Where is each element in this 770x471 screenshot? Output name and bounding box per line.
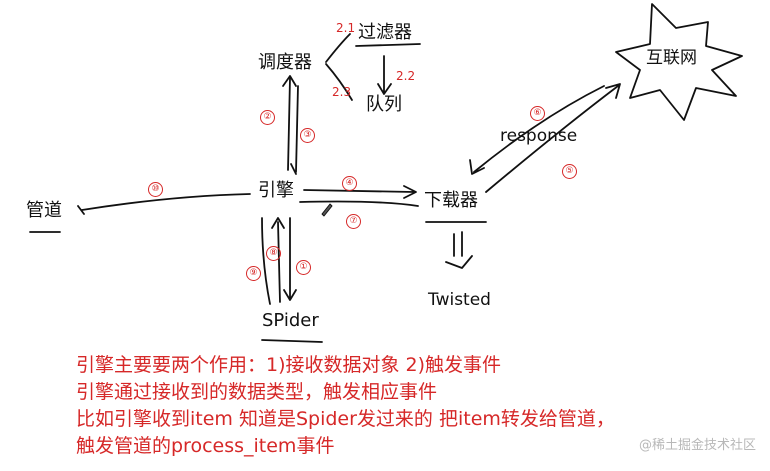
step-3-circle: ③ <box>300 128 315 143</box>
step-2-1-label: 2.1 <box>336 21 356 35</box>
step-4-circle: ④ <box>342 176 357 191</box>
engine-to-scheduler-line <box>287 77 291 171</box>
internet-to-downloader-line <box>469 85 605 175</box>
step-2-2-label: 2.2 <box>396 69 416 83</box>
step-1-circle: ① <box>296 260 311 275</box>
step-7-circle: ⑦ <box>346 214 361 229</box>
response-label: response <box>500 126 578 146</box>
step-10-circle: ⑩ <box>148 182 163 197</box>
engine-to-downloader-arrow <box>303 185 417 199</box>
pencil-mark <box>321 203 333 217</box>
note-line-4: 触发管道的process_item事件 <box>76 435 335 457</box>
scheduler-to-engine-line <box>290 85 299 175</box>
downloader-to-internet-line <box>485 83 621 193</box>
watermark: @稀土掘金技术社区 <box>638 438 756 453</box>
spider-underline <box>261 339 323 343</box>
spider-top-arrow <box>271 217 285 229</box>
step-2-circle: ② <box>260 110 275 125</box>
internet-node: 互联网 <box>646 48 697 68</box>
step-5-circle: ⑤ <box>562 164 577 179</box>
engine-node: 引擎 <box>258 180 294 201</box>
downloader-to-engine-line <box>299 200 419 207</box>
engine-to-spider-arrow <box>283 217 297 301</box>
twisted-node: Twisted <box>428 290 491 310</box>
filter-underline <box>355 43 421 47</box>
note-line-3: 比如引擎收到item 知道是Spider发过来的 把item转发给管道， <box>76 408 615 430</box>
step-2-3-label: 2.3 <box>332 85 352 99</box>
filter-to-queue-arrow <box>377 55 392 95</box>
step-9-circle: ⑨ <box>246 266 261 281</box>
downloader-node: 下载器 <box>424 190 478 211</box>
spider-to-engine-line-b <box>277 221 281 303</box>
spider-node: SPider <box>262 310 319 331</box>
step-8-circle: ⑧ <box>266 246 281 261</box>
internet-star-shape <box>615 3 743 121</box>
twisted-bracket <box>445 231 473 269</box>
queue-node: 队列 <box>366 94 402 115</box>
pipeline-node: 管道 <box>26 200 62 221</box>
note-line-2: 引擎通过接收到的数据类型，触发相应事件 <box>76 381 438 403</box>
note-line-1: 引擎主要要两个作用：1)接收数据对象 2)触发事件 <box>76 354 502 376</box>
filter-node: 过滤器 <box>358 22 412 43</box>
step-6-circle: ⑥ <box>530 106 545 121</box>
scheduler-top-arrow <box>282 75 297 87</box>
engine-to-pipeline-line <box>77 193 251 215</box>
scheduler-to-queue-line <box>325 63 353 101</box>
spider-to-engine-line-a <box>261 217 271 305</box>
scheduler-to-filter-line <box>325 33 351 63</box>
scheduler-node: 调度器 <box>258 52 312 73</box>
